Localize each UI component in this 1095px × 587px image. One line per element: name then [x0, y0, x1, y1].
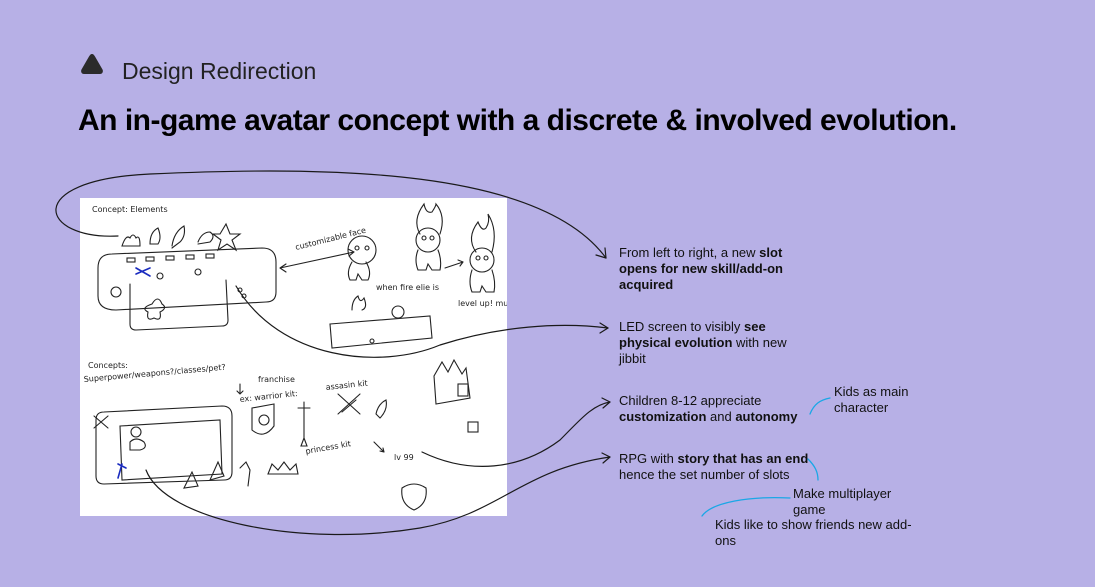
page-title: An in-game avatar concept with a discret… — [78, 104, 957, 137]
sketch-label: Concept: Elements — [92, 205, 168, 214]
sketch-label: level up! multiplayer — [458, 299, 507, 308]
triangle-icon — [81, 54, 103, 74]
concept-sketch: Concept: Elements customizable face when… — [80, 198, 507, 516]
note-slots: From left to right, a new slot opens for… — [619, 245, 783, 292]
sketch-label: lv 99 — [394, 453, 414, 462]
sketch-label: princess kit — [305, 439, 352, 456]
section-tag: Design Redirection — [122, 58, 317, 84]
sketch-label: when fire elie is — [376, 283, 439, 292]
sketch-label: customizable face — [294, 226, 367, 252]
side-note-main-character: Kids as main character — [834, 384, 909, 415]
sketch-label: ex: warrior kit: — [239, 389, 298, 404]
sketch-label: assasin kit — [325, 379, 368, 392]
sketch-label: franchise — [258, 375, 295, 384]
note-children: Children 8-12 appreciate customization a… — [619, 393, 798, 424]
side-note-show-friends: Kids like to show friends new add-ons — [715, 517, 912, 548]
side-note-multiplayer: Make multiplayer game — [793, 486, 892, 517]
note-rpg: RPG with story that has an end hence the… — [619, 451, 809, 482]
note-led-screen: LED screen to visibly see physical evolu… — [619, 319, 787, 366]
sketch-label: Concepts: — [88, 361, 128, 370]
